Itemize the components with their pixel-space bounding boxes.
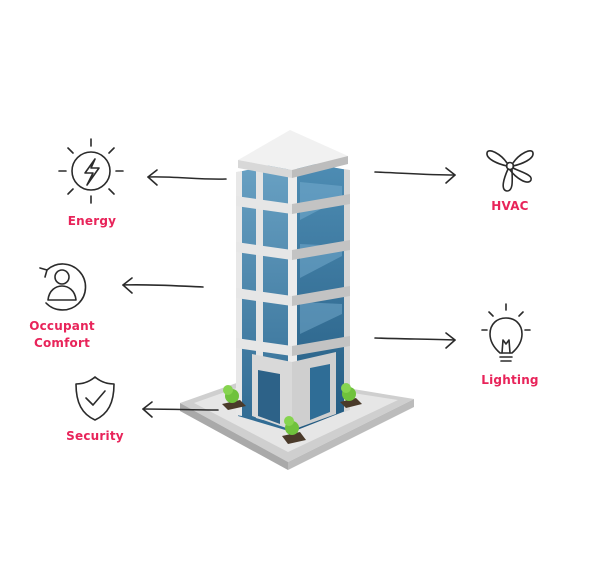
arrow-to-hvac — [374, 167, 456, 184]
hvac-label: HVAC — [491, 199, 529, 213]
security-shield-check-icon — [75, 376, 115, 421]
energy-sun-bolt-icon — [58, 138, 124, 204]
arrow-to-security — [142, 401, 219, 418]
energy-label: Energy — [67, 214, 117, 228]
occupant-comfort-label: Occupant Comfort — [22, 318, 102, 352]
occupant-comfort-label-line1: Occupant — [29, 319, 95, 333]
security-label: Security — [66, 429, 124, 443]
occupant-comfort-person-icon — [39, 263, 87, 311]
arrow-to-energy — [147, 169, 227, 186]
lighting-bulb-icon — [481, 303, 531, 362]
office-building-illustration — [180, 130, 414, 470]
hvac-fan-icon — [486, 149, 534, 192]
lighting-label: Lighting — [481, 373, 539, 387]
arrow-to-occupant-comfort — [122, 277, 204, 294]
arrow-to-lighting — [374, 332, 456, 349]
occupant-comfort-label-line2: Comfort — [33, 336, 91, 350]
